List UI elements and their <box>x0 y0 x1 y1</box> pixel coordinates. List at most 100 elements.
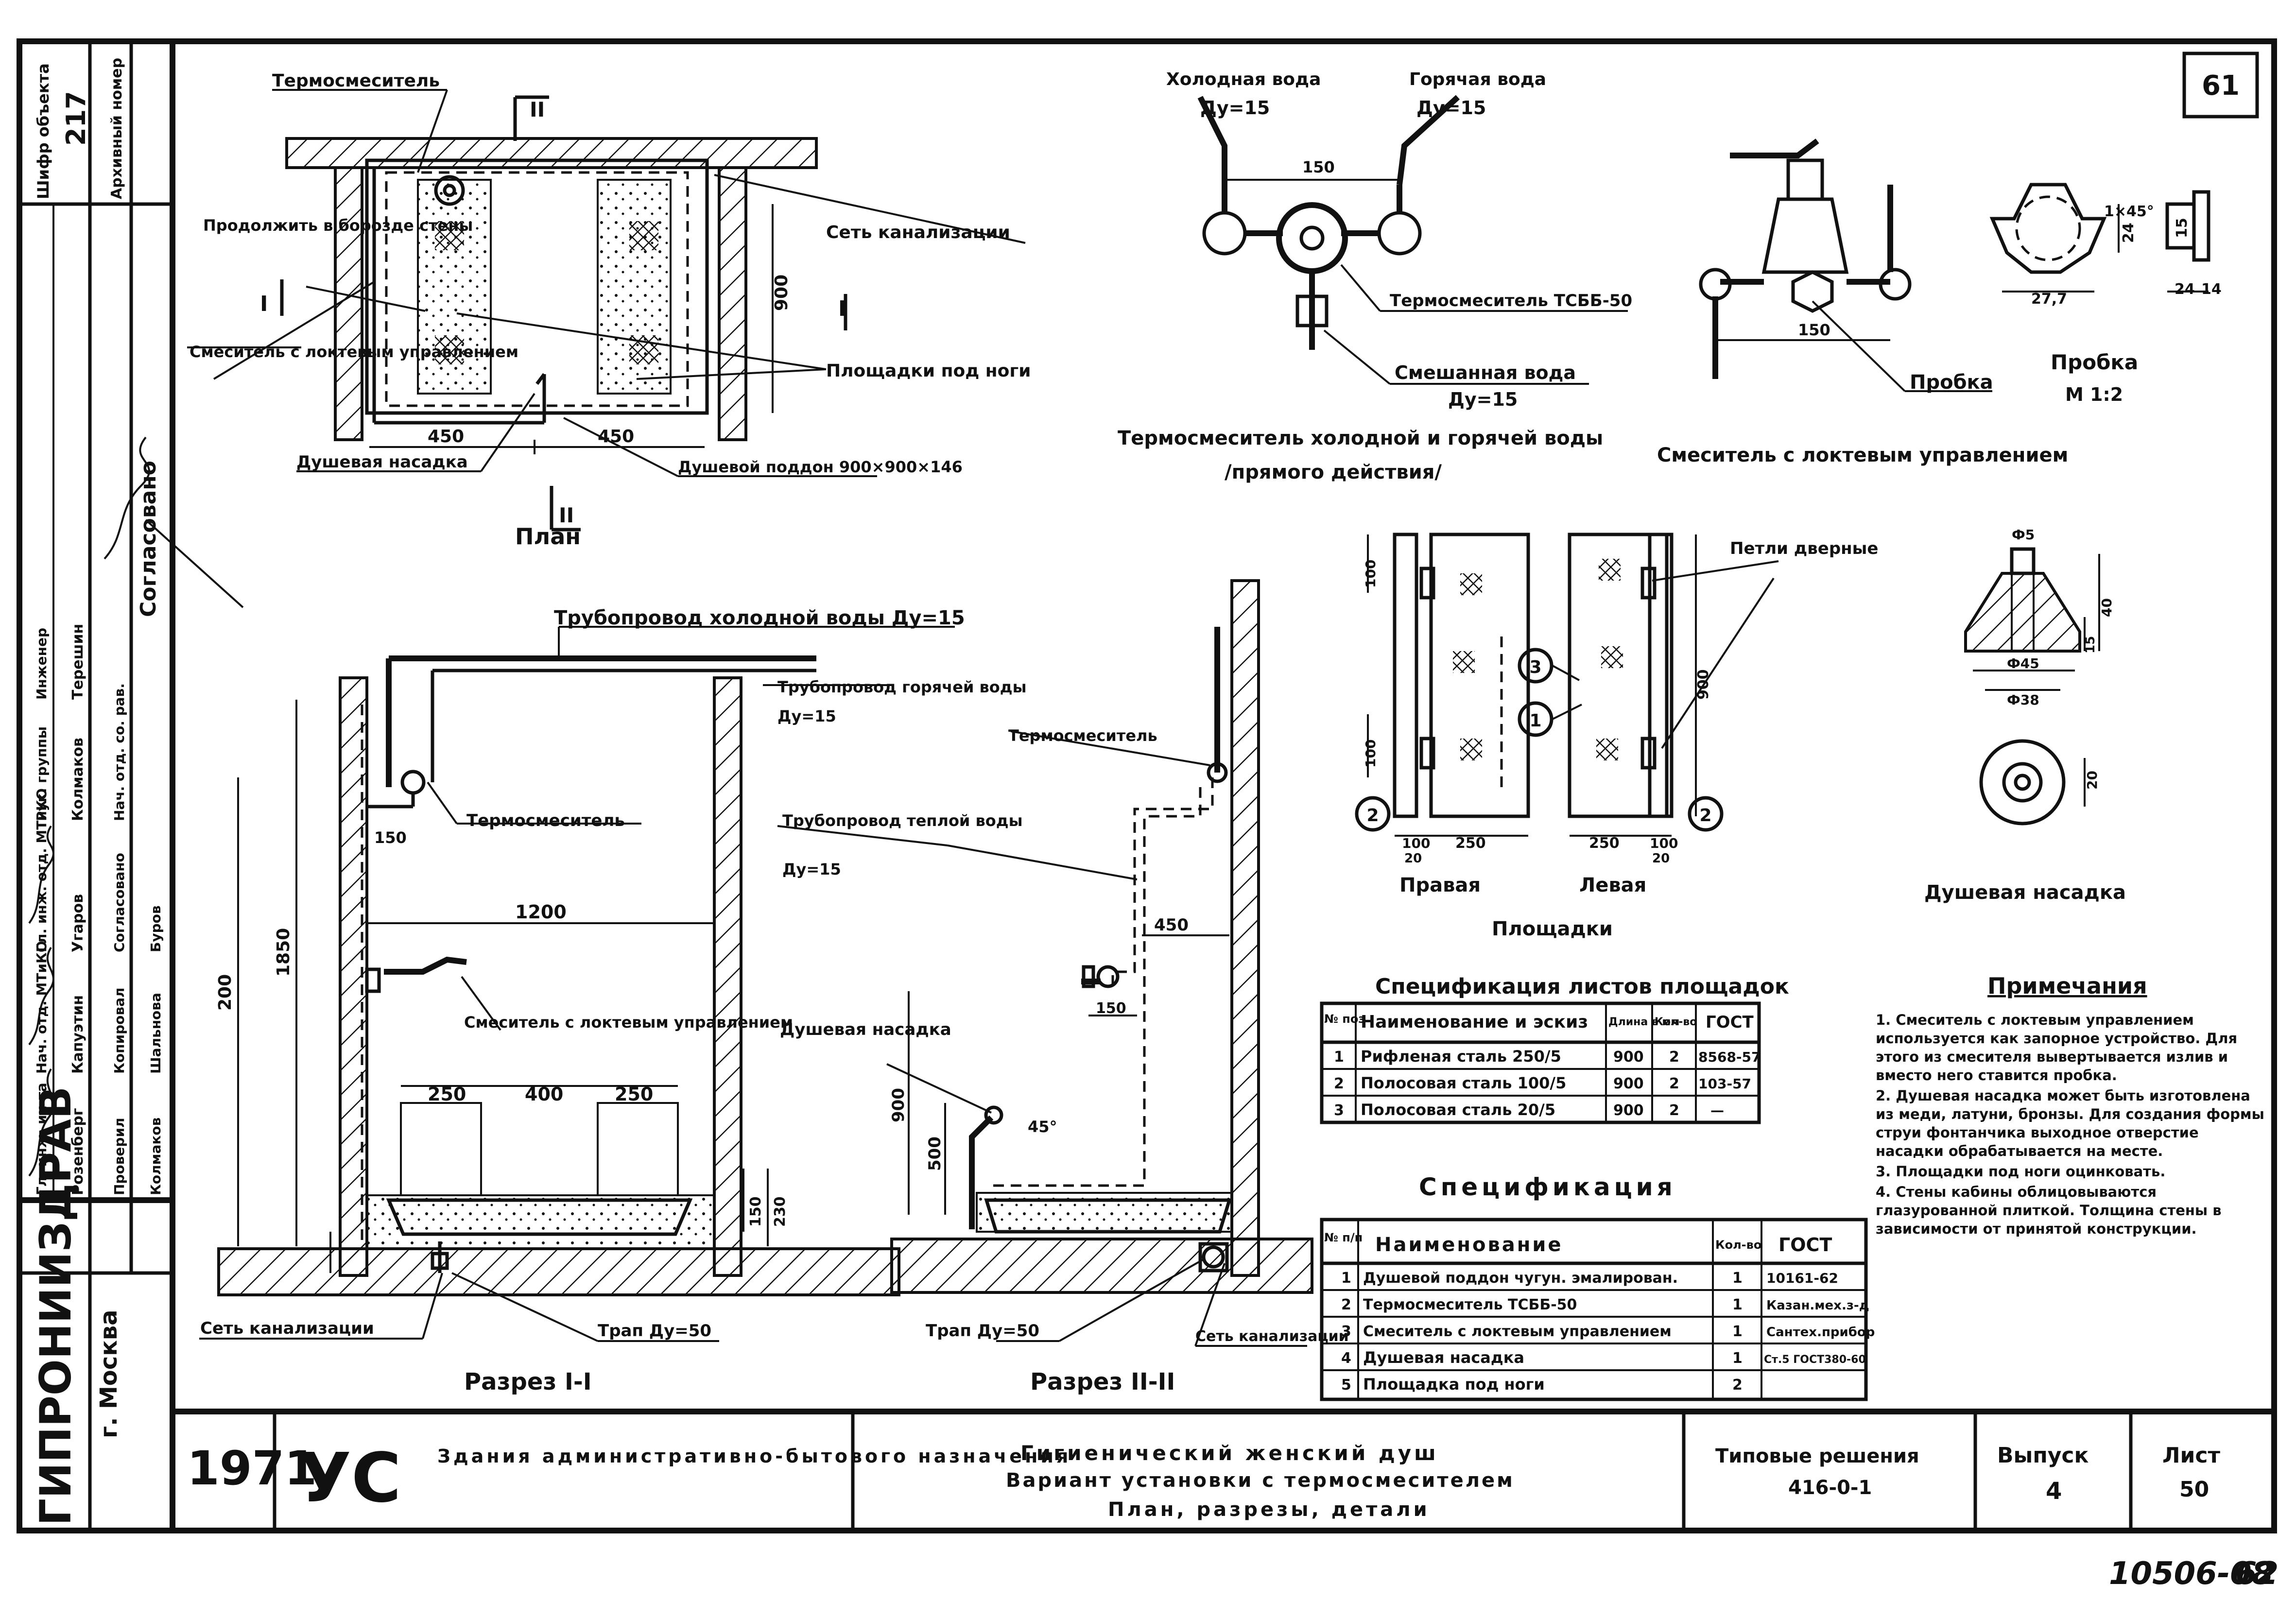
platform-left-label: Левая <box>1579 874 1646 896</box>
s2-title: Разрез II-II <box>1030 1368 1175 1395</box>
tb-issue-no: 4 <box>2046 1478 2062 1505</box>
archive-label: Архивный номер <box>108 58 125 199</box>
s1-mixer-label: Смеситель с локтевым управлением <box>464 1013 793 1032</box>
spec-platforms-title: Спецификация листов площадок <box>1375 974 1789 999</box>
stamp-name2-2: Шальнова <box>148 993 164 1074</box>
s1-sewer-label: Сеть канализации <box>200 1319 374 1338</box>
spec-platforms-h-pos: № поз <box>1324 1012 1365 1026</box>
elbow-mixer-plug-label: Пробка <box>1910 371 1993 394</box>
spec-platforms-r2-qty: 2 <box>1669 1075 1679 1092</box>
spec-main-table <box>1320 1218 1868 1401</box>
plan-sewer-label: Сеть канализации <box>826 223 1010 242</box>
s1-drain-label: Трап Ду=50 <box>598 1321 711 1341</box>
s1-dim-1850: 1850 <box>274 928 293 977</box>
spec-main-r1-gost: 10161-62 <box>1766 1270 1838 1286</box>
door-hinges-label: Петли дверные <box>1730 539 1878 558</box>
plug-dim-24b: 24 <box>2175 281 2195 298</box>
hot-water-label: Горячая вода <box>1409 69 1546 89</box>
spec-platforms-h-gost: ГОСТ <box>1706 1013 1754 1032</box>
code-value: 217 <box>61 91 91 146</box>
spec-main-r3-qty: 1 <box>1732 1323 1743 1340</box>
platforms-detail <box>1355 533 1779 837</box>
section-2-view <box>777 579 1313 1347</box>
note-4: 4. Стены кабины облицовываются глазурова… <box>1876 1184 2222 1237</box>
platform-dim-250b: 250 <box>1589 835 1620 852</box>
thermomixer-caption-2: /прямого действия/ <box>1225 461 1442 483</box>
plan-section-mark-bottom: II <box>559 503 574 527</box>
thermomixer-detail <box>1197 95 1628 385</box>
nozzle-dim-15: 15 <box>2083 636 2098 654</box>
cold-water-label: Холодная вода <box>1166 69 1321 89</box>
note-1: 1. Смеситель с локтевым управлением испо… <box>1876 1012 2238 1084</box>
plan-shower-head-label: Душевая насадка <box>296 452 468 472</box>
platform-mark-3: 3 <box>1529 657 1541 677</box>
spec-platforms-h-qty: Кол-во <box>1655 1016 1697 1028</box>
s2-dim-150: 150 <box>1096 1000 1126 1017</box>
stamp-role-1: Гл. инж. ин-та <box>34 1083 50 1195</box>
spec-main-r4-qty: 1 <box>1732 1350 1743 1367</box>
notes-title: Примечания <box>1987 973 2147 999</box>
s1-dim-200: 200 <box>215 974 235 1011</box>
platform-mark-2-left: 2 <box>1366 806 1379 826</box>
plan-section-mark-top: II <box>530 98 545 121</box>
spec-main-h-no: № п/п <box>1324 1231 1363 1244</box>
tb-sheet-no: 50 <box>2179 1477 2209 1502</box>
platform-dim-250a: 250 <box>1455 835 1486 852</box>
spec-main-r3-gost: Сантех.прибор <box>1766 1325 1875 1340</box>
spec-main-r1-no: 1 <box>1341 1270 1351 1287</box>
stamp-name2-1: Колмаков <box>148 1118 164 1195</box>
spec-platforms-r1-qty: 2 <box>1669 1049 1679 1066</box>
org-name: ГИПРОНИИЗДРАВ <box>31 1086 81 1526</box>
stamp-role-5: Инженер <box>34 628 50 700</box>
s2-angle: 45° <box>1028 1118 1057 1136</box>
tb-typ-label: Типовые решения <box>1715 1445 1919 1467</box>
spec-main-r2-name: Термосмеситель ТСББ-50 <box>1363 1296 1577 1313</box>
spec-platforms-r3-qty: 2 <box>1669 1102 1679 1119</box>
section-1-view <box>199 626 955 1342</box>
s1-hot-dn: Ду=15 <box>777 707 836 725</box>
platform-right-label: Правая <box>1399 874 1481 896</box>
nozzle-title: Душевая насадка <box>1924 881 2126 904</box>
side-stamp-frame <box>17 38 175 1533</box>
plan-extend-label: Продолжить в борозде стены <box>203 216 473 235</box>
platform-dim-900: 900 <box>1695 669 1712 700</box>
spec-platforms-table <box>1320 1001 1761 1124</box>
spec-platforms-r2-name: Полосовая сталь 100/5 <box>1361 1074 1566 1092</box>
sheet-number: 61 <box>2202 70 2240 102</box>
elbow-mixer-detail <box>1699 138 1992 392</box>
tb-sheet-label: Лист <box>2162 1443 2220 1468</box>
plan-thermomixer-label: Термосмеситель <box>272 71 440 91</box>
spec-main-r4-no: 4 <box>1341 1350 1351 1367</box>
thermomixer-model: Термосмеситель ТСББ-50 <box>1390 291 1632 310</box>
stamp-name2-3: Буров <box>148 905 164 952</box>
s2-thermomixer-label: Термосмеситель <box>1008 726 1157 745</box>
spec-platforms-r1-pos: 1 <box>1334 1049 1344 1066</box>
spec-platforms-r2-len: 900 <box>1613 1075 1644 1092</box>
spec-main-h-gost: ГОСТ <box>1778 1234 1832 1256</box>
s2-shower-head-label: Душевая насадка <box>780 1020 951 1039</box>
stamp-name-5: Терешин <box>69 624 86 700</box>
spec-main-h-qty: Кол-во <box>1715 1238 1761 1252</box>
s1-cold-pipe-label: Трубопровод холодной воды Ду=15 <box>554 607 965 629</box>
spec-main-r1-name: Душевой поддон чугун. эмалирован. <box>1363 1270 1678 1287</box>
s1-dim-230: 230 <box>772 1196 789 1227</box>
spec-platforms-r3-pos: 3 <box>1334 1102 1344 1119</box>
tb-issue-label: Выпуск <box>1997 1443 2089 1468</box>
spec-platforms-r2-gost: 103-57 <box>1698 1076 1751 1092</box>
spec-main-h-name: Наименование <box>1375 1234 1563 1256</box>
stamp-name-2: Капуэтин <box>69 995 86 1074</box>
stamp-name-3: Угаров <box>69 894 86 952</box>
plug-dim-24: 24 <box>2120 223 2137 243</box>
s2-warm-pipe-label: Трубопровод теплой воды <box>782 811 1023 830</box>
platform-dim-100a: 100 <box>1402 835 1430 851</box>
spec-main-r3-name: Смеситель с локтевым управлением <box>1363 1323 1672 1340</box>
nozzle-dim-40: 40 <box>2099 598 2115 617</box>
spec-platforms-r3-name: Полосовая сталь 20/5 <box>1361 1101 1555 1119</box>
s2-drain-label: Трап Ду=50 <box>926 1321 1039 1341</box>
s1-dim-250a: 250 <box>428 1084 466 1105</box>
signature-marks <box>28 436 244 1177</box>
mixed-water-label: Смешанная вода <box>1395 362 1576 383</box>
plan-dim-450b: 450 <box>598 427 634 447</box>
stamp-agreed: Согласовано <box>136 461 161 617</box>
s2-warm-dn: Ду=15 <box>782 860 841 878</box>
